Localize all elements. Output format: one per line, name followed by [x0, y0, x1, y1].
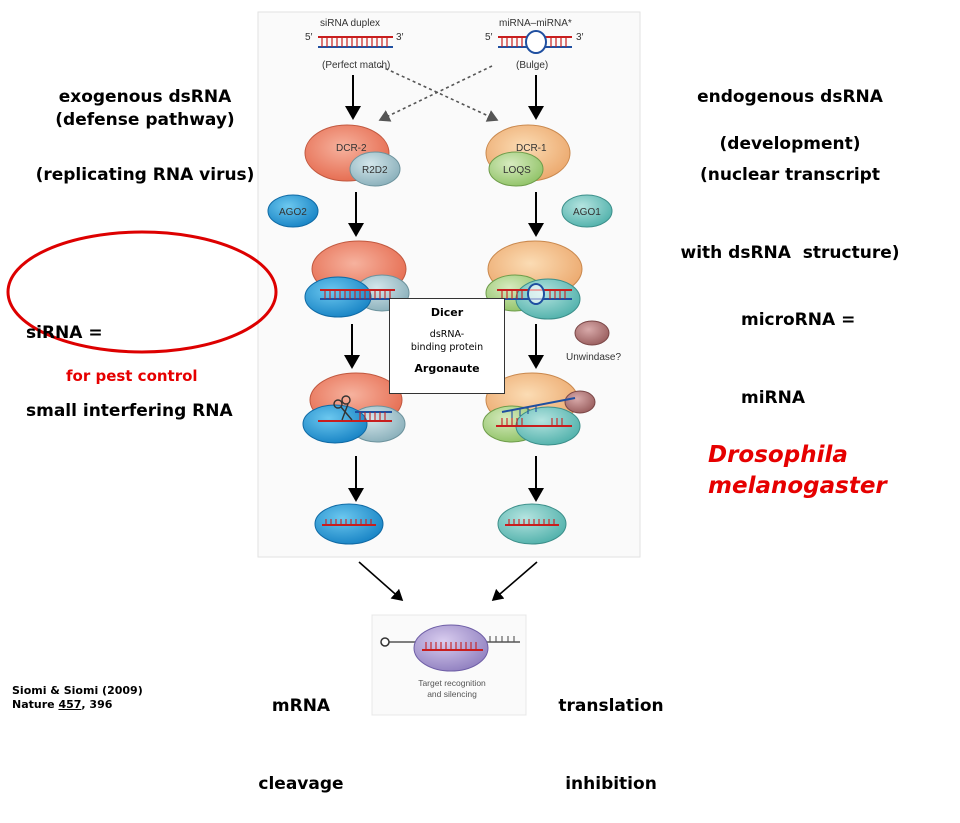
ago1-protein	[561, 194, 613, 228]
citation-volume: 457	[58, 698, 82, 711]
loqs-protein	[488, 151, 544, 187]
sirna-loading-complex	[304, 240, 410, 318]
five-prime-left: 5′	[305, 32, 313, 43]
development-label: (development)	[719, 134, 861, 154]
rnai-pathway-figure: siRNA duplex miRNA–miRNA* 5′ 3′ 5′ 3′ (P…	[6, 11, 641, 716]
ago1-label: AGO1	[573, 207, 601, 218]
dcr2-label: DCR-2	[336, 143, 367, 154]
loqs-label: LOQS	[503, 165, 531, 176]
citation: Siomi & Siomi (2009) Nature 457, 396	[12, 684, 143, 712]
exogenous-label: exogenous dsRNA (replicating RNA virus)	[20, 32, 270, 214]
r2d2-protein	[349, 151, 401, 187]
translation-line1: translation	[558, 696, 664, 716]
mirna-unwinding-complex	[482, 372, 596, 446]
species-label: Drosophila melanogaster	[708, 440, 887, 502]
perfect-match-label: (Perfect match)	[322, 60, 390, 71]
sirna-definition: siRNA = small interfering RNA	[26, 268, 233, 450]
mirna-definition: microRNA = miRNA	[741, 255, 855, 437]
sirna-def-line1: siRNA =	[26, 323, 103, 343]
ago2-label: AGO2	[279, 207, 307, 218]
legend-dsrna-bp: dsRNA- binding protein	[390, 328, 504, 354]
translation-line2: inhibition	[565, 774, 657, 794]
mirna-duplex-label: miRNA–miRNA*	[499, 18, 572, 29]
r2d2-label: R2D2	[362, 165, 388, 176]
legend-dicer: Dicer	[430, 306, 464, 319]
sirna-duplex-icon	[318, 36, 393, 48]
sirna-cleavage-complex	[302, 372, 406, 444]
citation-pages: , 396	[81, 698, 113, 711]
citation-line1: Siomi & Siomi (2009)	[12, 684, 143, 697]
mrna-cleavage-label: mRNA cleavage	[246, 641, 356, 823]
exogenous-line2: (replicating RNA virus)	[35, 165, 255, 185]
unwindase-protein	[574, 320, 610, 346]
mirna-duplex-icon	[498, 30, 572, 54]
three-prime-left: 3′	[396, 32, 404, 43]
mrna-cleavage-line2: cleavage	[258, 774, 344, 794]
three-prime-right: 3′	[576, 32, 584, 43]
endogenous-line1: endogenous dsRNA	[697, 87, 883, 107]
legend-dsrna-bp-line2: binding protein	[410, 342, 484, 353]
target-complex	[380, 624, 520, 672]
species-line2: melanogaster	[708, 473, 887, 499]
dcr1-label: DCR-1	[516, 143, 547, 154]
endogenous-label: endogenous dsRNA (nuclear transcript wit…	[660, 32, 920, 292]
endogenous-line2: (nuclear transcript	[700, 165, 880, 185]
mirna-def-line1: microRNA =	[741, 310, 856, 330]
legend-dsrna-bp-line1: dsRNA-	[429, 329, 465, 340]
mirna-def-line2: miRNA	[741, 388, 806, 408]
legend-box: Dicer dsRNA- binding protein Argonaute	[389, 298, 505, 394]
arrow-converge-right	[491, 561, 538, 602]
scissors-icon	[333, 395, 353, 421]
exogenous-line1: exogenous dsRNA	[58, 87, 232, 107]
translation-inhibition-label: translation inhibition	[546, 641, 676, 823]
endogenous-line3: with dsRNA structure)	[680, 243, 900, 263]
mirna-risc	[497, 503, 567, 545]
sirna-def-line2: small interfering RNA	[26, 401, 233, 421]
citation-line2: Nature 457, 396	[12, 698, 143, 712]
species-line1: Drosophila	[708, 442, 848, 468]
highlight-oval	[6, 230, 278, 354]
legend-argonaute: Argonaute	[414, 362, 480, 375]
pest-control-label: for pest control	[66, 367, 198, 385]
silencing-label: and silencing	[427, 689, 477, 699]
mrna-cleavage-line1: mRNA	[271, 696, 331, 716]
sirna-duplex-label: siRNA duplex	[320, 18, 380, 29]
unwindase-label: Unwindase?	[566, 352, 621, 363]
ago2-protein	[267, 194, 319, 228]
target-recognition-label: Target recognition	[418, 678, 486, 688]
five-prime-right: 5′	[485, 32, 493, 43]
arrow-converge-left	[358, 561, 404, 602]
sirna-risc	[314, 503, 384, 545]
defense-pathway-label: (defense pathway)	[55, 110, 235, 130]
dashed-crossover-arrow-2	[378, 65, 493, 122]
citation-journal: Nature	[12, 698, 59, 711]
bulge-label: (Bulge)	[516, 60, 548, 71]
